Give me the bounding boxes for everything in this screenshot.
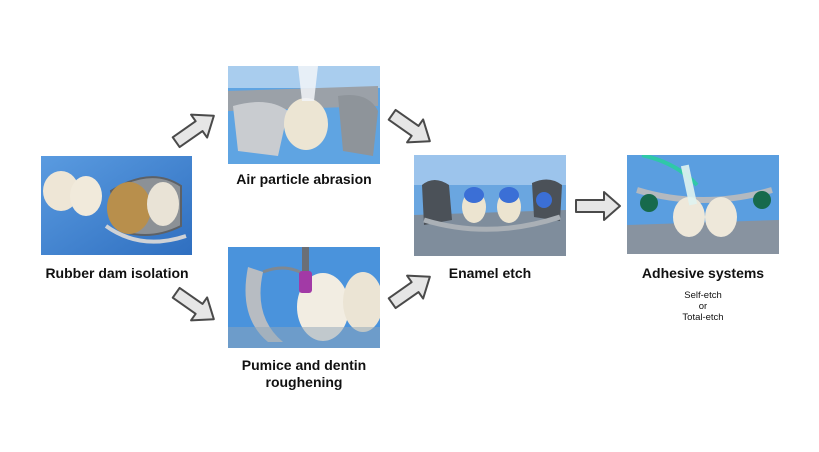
label-pumice-line2: roughening bbox=[265, 374, 343, 390]
label-pumice-dentin-roughening: Pumice and dentin roughening bbox=[205, 357, 403, 391]
label-rubber-dam-isolation: Rubber dam isolation bbox=[45, 265, 189, 281]
label-enamel-etch: Enamel etch bbox=[448, 265, 532, 281]
arrow-etch-to-adhesive bbox=[574, 190, 622, 222]
label-pumice-line1: Pumice and dentin bbox=[241, 357, 367, 373]
label-adhesive-systems: Adhesive systems bbox=[641, 265, 765, 281]
photo-rubber-dam-isolation bbox=[41, 156, 192, 255]
photo-air-particle-abrasion bbox=[228, 66, 380, 164]
option-total-etch: Total-etch bbox=[682, 312, 724, 323]
arrow-pumice-to-etch bbox=[386, 274, 436, 310]
arrow-dam-to-abrasion bbox=[170, 113, 220, 149]
photo-enamel-etch bbox=[414, 155, 566, 256]
option-connector: or bbox=[698, 301, 708, 312]
photo-adhesive-systems bbox=[627, 155, 779, 254]
adhesive-options: Self-etch or Total-etch bbox=[640, 290, 766, 323]
label-air-particle-abrasion: Air particle abrasion bbox=[236, 171, 372, 187]
photo-pumice-dentin-roughening bbox=[228, 247, 380, 348]
arrow-abrasion-to-etch bbox=[386, 108, 436, 144]
arrow-dam-to-pumice bbox=[170, 286, 220, 322]
option-self-etch: Self-etch bbox=[684, 290, 722, 301]
